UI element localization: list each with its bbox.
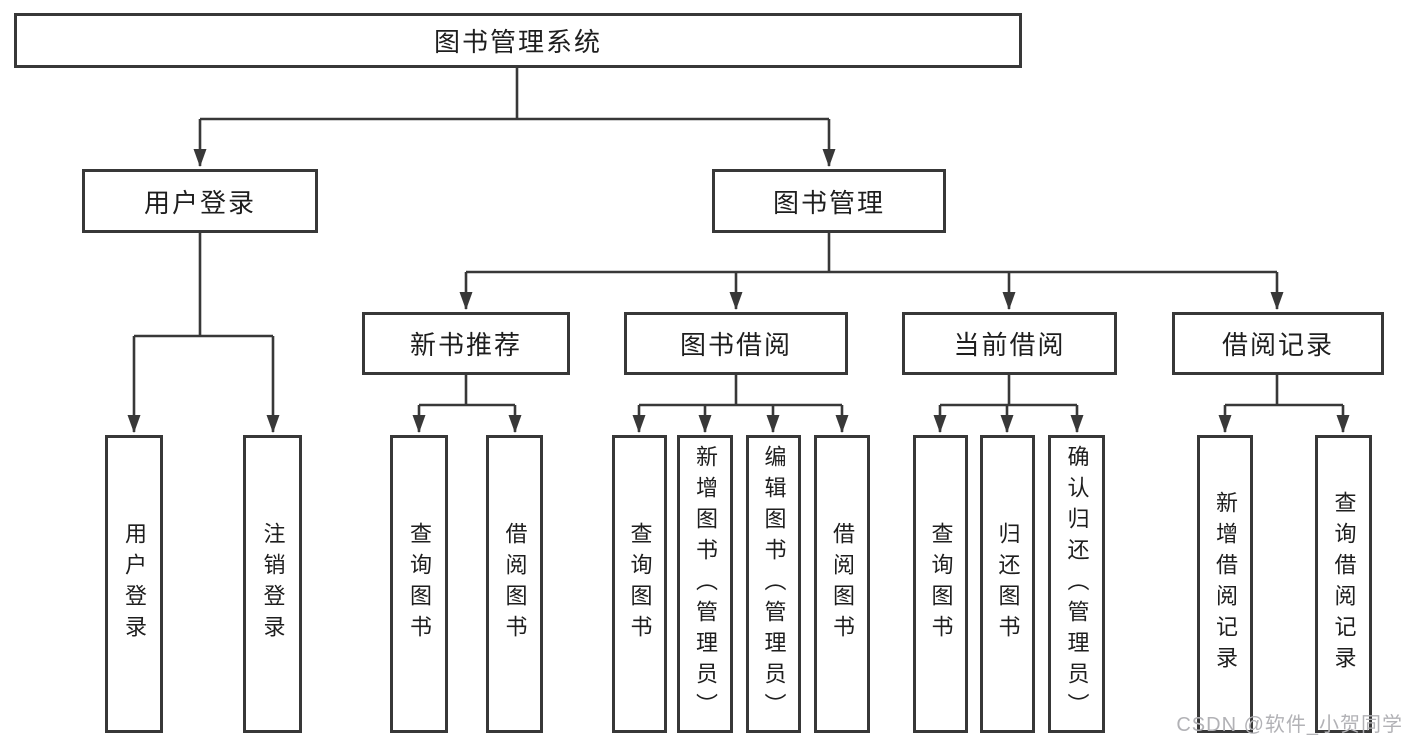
leaf-borrowing-borrow-books-label: 借阅图书 (830, 522, 855, 646)
node-borrow-records-label: 借阅记录 (1221, 330, 1334, 360)
leaf-recommend-borrow-books-label: 借阅图书 (502, 522, 528, 646)
leaf-borrowing-edit-books-admin: 编辑图书（管理员） (746, 435, 801, 733)
node-current-borrowing: 当前借阅 (902, 312, 1117, 375)
leaf-records-add-record-label: 新增借阅记录 (1213, 491, 1238, 677)
leaf-user-login: 用户登录 (105, 435, 163, 733)
leaf-recommend-borrow-books: 借阅图书 (486, 435, 543, 733)
connector-book-borrow-children (632, 375, 849, 433)
node-new-book-recommend: 新书推荐 (362, 312, 570, 375)
leaf-borrowing-add-books-admin-label: 新增图书（管理员） (693, 444, 718, 724)
leaf-current-search-books-label: 查询图书 (928, 522, 954, 646)
connector-new-book-children (412, 375, 522, 433)
leaf-current-return-books-label: 归还图书 (995, 522, 1021, 646)
node-user-login: 用户登录 (82, 169, 318, 233)
node-library-system: 图书管理系统 (14, 13, 1022, 68)
node-book-management: 图书管理 (712, 169, 946, 233)
connector-user-login-children (127, 233, 280, 433)
node-new-book-recommend-label: 新书推荐 (409, 330, 522, 360)
connector-book-mgmt-to-level3 (459, 233, 1284, 310)
leaf-records-search-record: 查询借阅记录 (1315, 435, 1372, 733)
leaf-recommend-search-books: 查询图书 (390, 435, 448, 733)
leaf-borrowing-borrow-books: 借阅图书 (814, 435, 870, 733)
leaf-current-search-books: 查询图书 (913, 435, 968, 733)
node-book-management-label: 图书管理 (772, 187, 885, 218)
leaf-borrowing-edit-books-admin-label: 编辑图书（管理员） (761, 444, 787, 724)
leaf-current-return-books: 归还图书 (980, 435, 1035, 733)
node-book-borrowing-label: 图书借阅 (679, 330, 792, 360)
leaf-borrowing-add-books-admin: 新增图书（管理员） (677, 435, 733, 733)
connector-current-borrow-children (933, 375, 1084, 433)
leaf-recommend-search-books-label: 查询图书 (407, 522, 432, 646)
leaf-current-confirm-return-admin-label: 确认归还（管理员） (1064, 444, 1090, 724)
leaf-logout-login-label: 注销登录 (260, 522, 286, 646)
leaf-user-login-label: 用户登录 (122, 522, 147, 646)
leaf-logout-login: 注销登录 (243, 435, 302, 733)
node-library-system-label: 图书管理系统 (433, 27, 602, 57)
leaf-borrowing-search-books-label: 查询图书 (627, 522, 653, 646)
node-current-borrowing-label: 当前借阅 (953, 330, 1066, 360)
leaf-records-add-record: 新增借阅记录 (1197, 435, 1253, 733)
connector-root-to-level2 (193, 68, 836, 167)
leaf-records-search-record-label: 查询借阅记录 (1331, 491, 1357, 677)
node-user-login-label: 用户登录 (143, 187, 256, 218)
node-book-borrowing: 图书借阅 (624, 312, 848, 375)
connector-borrow-records-children (1218, 375, 1350, 433)
leaf-current-confirm-return-admin: 确认归还（管理员） (1048, 435, 1105, 733)
leaf-borrowing-search-books: 查询图书 (612, 435, 667, 733)
node-borrow-records: 借阅记录 (1172, 312, 1384, 375)
